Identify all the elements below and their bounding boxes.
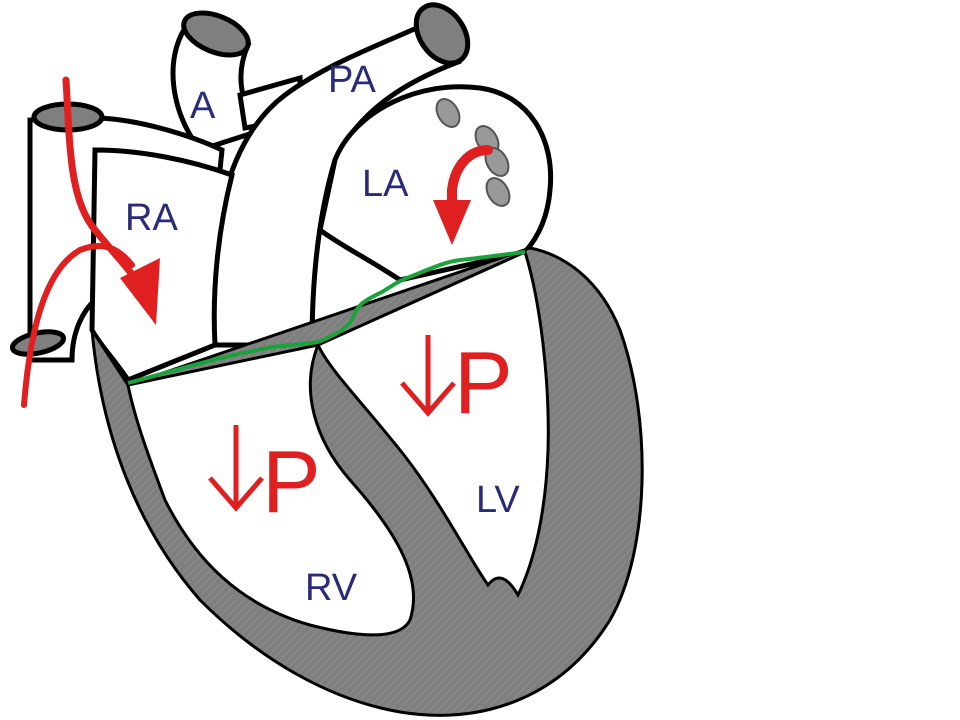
flow-arrow-vena-cava-shaft: [62, 76, 144, 289]
right-atrium-label: RA: [125, 197, 178, 239]
pulmonary-artery-opening: [413, 2, 471, 66]
left-ventricle-cavity: [315, 249, 550, 599]
lv-pressure-down-arrow-icon: [400, 335, 456, 417]
right-ventricle-label: RV: [305, 567, 358, 609]
rv-pressure-label: P: [262, 432, 321, 531]
left-atrium-label: LA: [362, 163, 409, 205]
pulmonary-vein-1: [435, 98, 461, 128]
lv-pressure-label: P: [454, 333, 513, 432]
pulmonary-vein-4: [485, 177, 511, 207]
flow-arrow-vena-cava-head: [120, 258, 160, 325]
aorta-opening: [181, 10, 251, 58]
flow-arrow-inferior-shaft: [21, 243, 135, 408]
flow-arrow-left-atrium-head: [433, 200, 471, 245]
left-ventricle-label: LV: [476, 479, 520, 521]
valve-plane-line: [127, 250, 526, 385]
aorta-label: A: [190, 85, 216, 127]
flow-arrow-left-atrium-shaft: [447, 145, 493, 215]
pulmonary-artery-label: PA: [328, 59, 377, 101]
right-atrium: [89, 147, 235, 384]
right-ventricle-cavity: [126, 342, 416, 637]
rv-pressure-down-arrow-icon: [208, 425, 264, 512]
